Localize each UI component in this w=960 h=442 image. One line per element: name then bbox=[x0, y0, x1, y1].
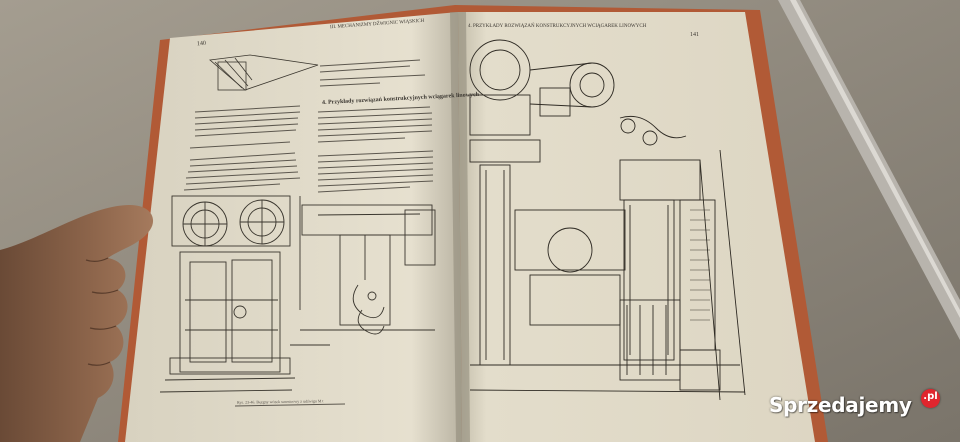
right-page-number: 141 bbox=[690, 32, 699, 38]
hand bbox=[0, 205, 154, 442]
left-page bbox=[125, 12, 462, 442]
left-trolley-drawing bbox=[159, 195, 436, 393]
metal-strip bbox=[778, 0, 960, 340]
book-gutter bbox=[450, 12, 470, 442]
left-top-diagram bbox=[209, 54, 319, 91]
right-page-header: 4. PRZYKŁADY ROZWIĄZAŃ KONSTRUKCYJNYCH W… bbox=[468, 24, 647, 29]
left-page-number: 140 bbox=[196, 40, 207, 48]
watermark-text: Sprzedajemy bbox=[769, 393, 912, 417]
right-page bbox=[458, 12, 815, 442]
watermark-badge-text: .pl bbox=[923, 391, 938, 402]
right-hoist-drawing bbox=[469, 39, 746, 401]
left-text-lines bbox=[183, 59, 434, 193]
watermark-badge: .pl bbox=[921, 389, 940, 408]
